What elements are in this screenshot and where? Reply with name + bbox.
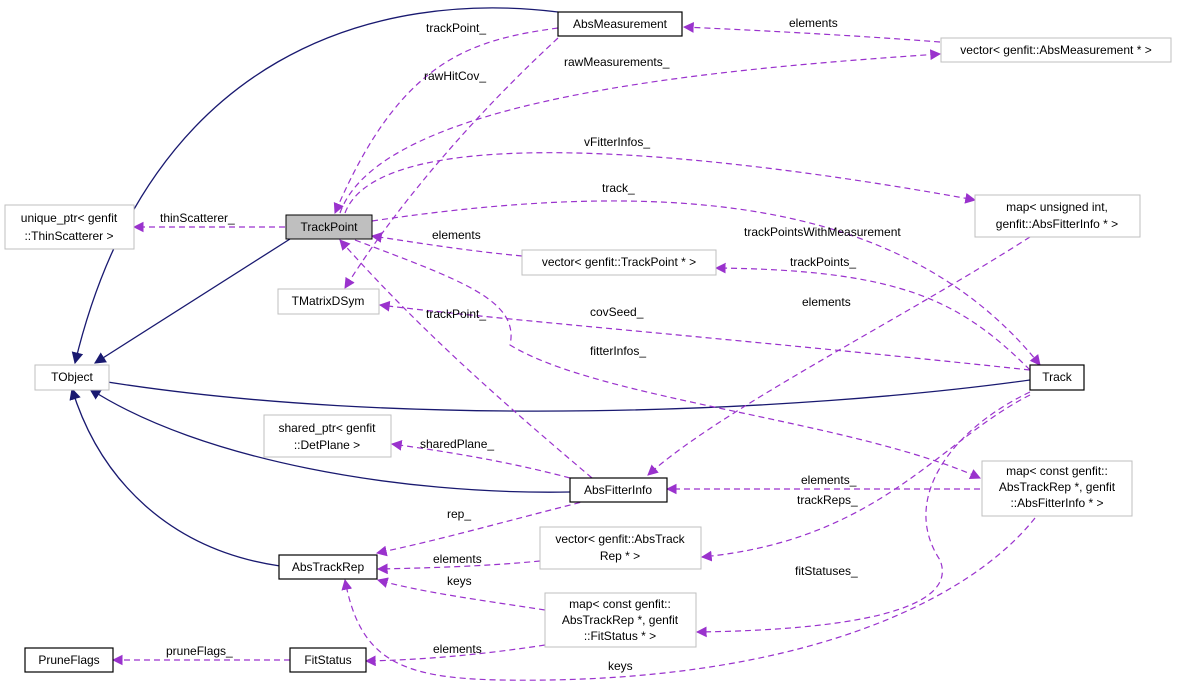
edge-trackpoint-tobject — [94, 238, 291, 364]
edge-fitterinfos — [354, 239, 981, 479]
node-map-fs-line3: ::FitStatus * > — [584, 629, 656, 643]
label-pruneflags: pruneFlags_ — [166, 644, 233, 658]
edge-rawhitcov — [344, 37, 559, 289]
edge-elements-vecrep — [376, 560, 541, 575]
node-map-const-line2: AbsTrackRep *, genfit — [999, 480, 1116, 494]
label-fitstatuses: fitStatuses_ — [795, 564, 858, 578]
label-sharedplane: sharedPlane_ — [420, 437, 494, 451]
node-map-fs-line2: AbsTrackRep *, genfit — [562, 613, 679, 627]
label-vfitterinfos: vFitterInfos_ — [584, 135, 650, 149]
node-map-unsigned-int: map< unsigned int, genfit::AbsFitterInfo… — [974, 194, 1141, 238]
edge-elements-tp — [370, 232, 523, 257]
node-shared-ptr-line1: shared_ptr< genfit — [278, 421, 376, 435]
edge-labels: trackPoint_ elements rawMeasurements_ ra… — [160, 16, 901, 673]
edge-trackpointswithmeasurement — [647, 236, 1031, 476]
node-map-uint-line2: genfit::AbsFitterInfo * > — [996, 217, 1118, 231]
edge-keys-bottom — [341, 517, 1036, 681]
edge-rawmeasurements — [339, 49, 942, 214]
label-elements-absmeas: elements — [789, 16, 838, 30]
label-keys-bottom: keys — [608, 659, 633, 673]
edge-trackpoint-mid — [339, 239, 593, 479]
node-absmeasurement[interactable]: AbsMeasurement — [557, 11, 683, 37]
edge-abstrackrep-tobject — [69, 387, 281, 567]
edge-absfitterinfo-tobject — [89, 388, 571, 493]
label-trackreps: trackReps_ — [797, 493, 858, 507]
node-shared-ptr-detplane: shared_ptr< genfit ::DetPlane > — [263, 414, 392, 458]
node-absmeasurement-label: AbsMeasurement — [573, 17, 668, 31]
edge-fitstatuses — [695, 391, 1031, 638]
node-tobject: TObject — [34, 364, 110, 391]
node-pruneflags[interactable]: PruneFlags — [24, 647, 114, 673]
label-thinscatterer: thinScatterer_ — [160, 211, 235, 225]
node-vector-trackpoint-label: vector< genfit::TrackPoint * > — [542, 255, 696, 269]
edge-trackpoint-label — [333, 27, 559, 214]
node-unique-ptr-line1: unique_ptr< genfit — [21, 211, 118, 225]
label-covseed: covSeed_ — [590, 305, 644, 319]
node-absfitterinfo[interactable]: AbsFitterInfo — [569, 477, 668, 503]
node-vector-absmeasurement-label: vector< genfit::AbsMeasurement * > — [960, 43, 1151, 57]
edge-track — [371, 200, 1041, 366]
label-rawhitcov: rawHitCov_ — [424, 69, 486, 83]
node-tmatrixdsym-label: TMatrixDSym — [292, 294, 365, 308]
node-tmatrixdsym: TMatrixDSym — [277, 288, 380, 315]
label-elements-fs: elements — [433, 642, 482, 656]
node-track[interactable]: Track — [1029, 364, 1085, 391]
node-vector-rep-line1: vector< genfit::AbsTrack — [555, 532, 685, 546]
nodes: TrackPoint AbsMeasurement vector< genfit… — [4, 11, 1172, 673]
node-map-const-line1: map< const genfit:: — [1006, 464, 1108, 478]
edge-trackpoints — [714, 262, 1031, 371]
label-keys-fs: keys — [447, 574, 472, 588]
label-elements-mapuint: elements — [802, 295, 851, 309]
node-fitstatus[interactable]: FitStatus — [289, 647, 367, 673]
edge-covseed — [378, 300, 1031, 371]
node-unique-ptr-line2: ::ThinScatterer > — [24, 229, 113, 243]
node-trackpoint[interactable]: TrackPoint — [285, 214, 373, 240]
usage-edges — [111, 22, 1041, 681]
node-vector-absmeasurement: vector< genfit::AbsMeasurement * > — [940, 37, 1172, 63]
node-track-label: Track — [1042, 370, 1073, 384]
inheritance-edges — [69, 7, 1031, 567]
node-shared-ptr-line2: ::DetPlane > — [294, 438, 360, 452]
edge-vfitterinfos — [344, 152, 977, 214]
node-map-fs-line1: map< const genfit:: — [569, 597, 671, 611]
node-abstrackrep-label: AbsTrackRep — [292, 560, 365, 574]
edge-elements-fs — [364, 644, 546, 667]
edge-sharedplane — [390, 439, 571, 479]
node-tobject-label: TObject — [51, 370, 93, 384]
node-map-const-line3: ::AbsFitterInfo * > — [1010, 496, 1103, 510]
node-vector-rep-line2: Rep * > — [600, 549, 640, 563]
node-pruneflags-label: PruneFlags — [38, 653, 99, 667]
node-map-const-absfitterinfo: map< const genfit:: AbsTrackRep *, genfi… — [981, 460, 1133, 517]
label-trackpointswithmeasurement: trackPointsWithMeasurement — [744, 225, 901, 239]
label-fitterinfos: fitterInfos_ — [590, 344, 646, 358]
edge-elements-absmeas — [682, 22, 941, 43]
label-trackpoints: trackPoints_ — [790, 255, 856, 269]
node-map-const-fitstatus: map< const genfit:: AbsTrackRep *, genfi… — [544, 592, 697, 648]
node-absfitterinfo-label: AbsFitterInfo — [584, 483, 652, 497]
node-vector-trackpoint: vector< genfit::TrackPoint * > — [521, 249, 717, 276]
node-vector-abstrackrep: vector< genfit::AbsTrack Rep * > — [539, 526, 702, 570]
edge-track-tobject — [93, 375, 1031, 412]
label-rep: rep_ — [447, 507, 471, 521]
label-trackpoint-mid: trackPoint_ — [426, 307, 486, 321]
label-elements-vecrep: elements — [433, 552, 482, 566]
label-track: track_ — [602, 181, 635, 195]
node-map-uint-line1: map< unsigned int, — [1006, 200, 1108, 214]
label-elements-tp: elements — [432, 228, 481, 242]
label-trackpoint-top: trackPoint_ — [426, 21, 486, 35]
edge-trackreps — [700, 394, 1031, 562]
node-trackpoint-label: TrackPoint — [301, 220, 359, 234]
label-elements-mapconst: elements_ — [801, 473, 857, 487]
node-fitstatus-label: FitStatus — [304, 653, 351, 667]
edge-keys-fs — [376, 577, 546, 611]
node-unique-ptr-thinscatterer: unique_ptr< genfit ::ThinScatterer > — [4, 204, 135, 250]
node-abstrackrep[interactable]: AbsTrackRep — [278, 554, 378, 580]
label-rawmeasurements: rawMeasurements_ — [564, 55, 670, 69]
edge-rep — [375, 499, 591, 557]
